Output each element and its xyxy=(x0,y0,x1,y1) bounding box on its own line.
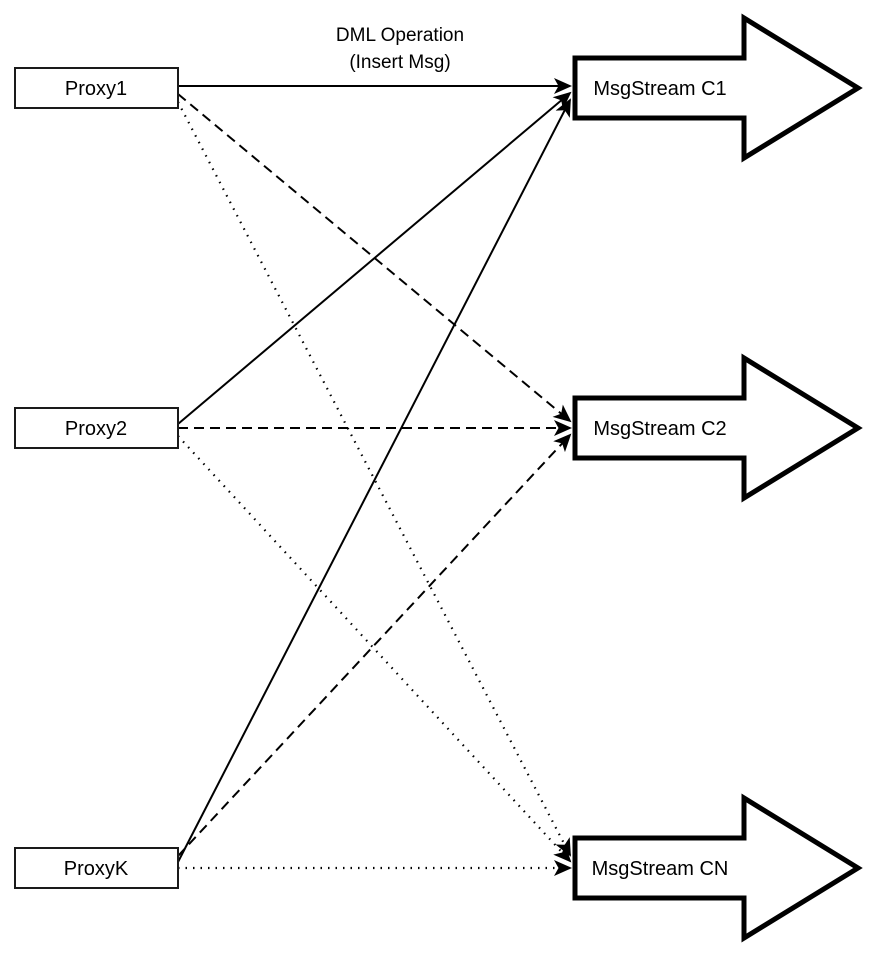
proxy2-label: Proxy2 xyxy=(65,418,127,440)
msgstream-cn-label: MsgStream CN xyxy=(592,858,729,880)
edge-label-line2: (Insert Msg) xyxy=(349,52,450,73)
proxy1-box xyxy=(14,67,179,109)
proxy1-node: Proxy1 xyxy=(14,67,179,109)
proxy2-node: Proxy2 xyxy=(14,407,179,449)
proxy2-box xyxy=(14,407,179,449)
edge-proxy2-to-msgstream-cn xyxy=(177,435,572,863)
edge-proxyk-to-msgstream-c2 xyxy=(177,433,572,857)
edge-proxy2-to-msgstream-c1 xyxy=(177,91,572,425)
msgstream-c1-label: MsgStream C1 xyxy=(593,78,726,100)
proxyk-label: ProxyK xyxy=(64,858,129,880)
edge-proxyk-to-msgstream-c1 xyxy=(177,98,571,863)
proxyk-box xyxy=(14,847,179,889)
edges xyxy=(177,78,572,876)
edge-label-line1: DML Operation xyxy=(336,25,464,46)
msgstream-c1-arrow-shape xyxy=(572,13,863,163)
msgstream-cn-arrow-shape xyxy=(572,793,863,943)
msgstream-c1-node: MsgStream C1 xyxy=(572,13,863,163)
proxyk-node: ProxyK xyxy=(14,847,179,889)
msgstream-c2-node: MsgStream C2 xyxy=(572,353,863,503)
edge-proxy1-to-msgstream-c2 xyxy=(177,93,572,423)
msgstream-c2-label: MsgStream C2 xyxy=(593,418,726,440)
proxy1-label: Proxy1 xyxy=(65,78,127,100)
msgstream-cn-node: MsgStream CN xyxy=(572,793,863,943)
msgstream-c2-arrow-shape xyxy=(572,353,863,503)
